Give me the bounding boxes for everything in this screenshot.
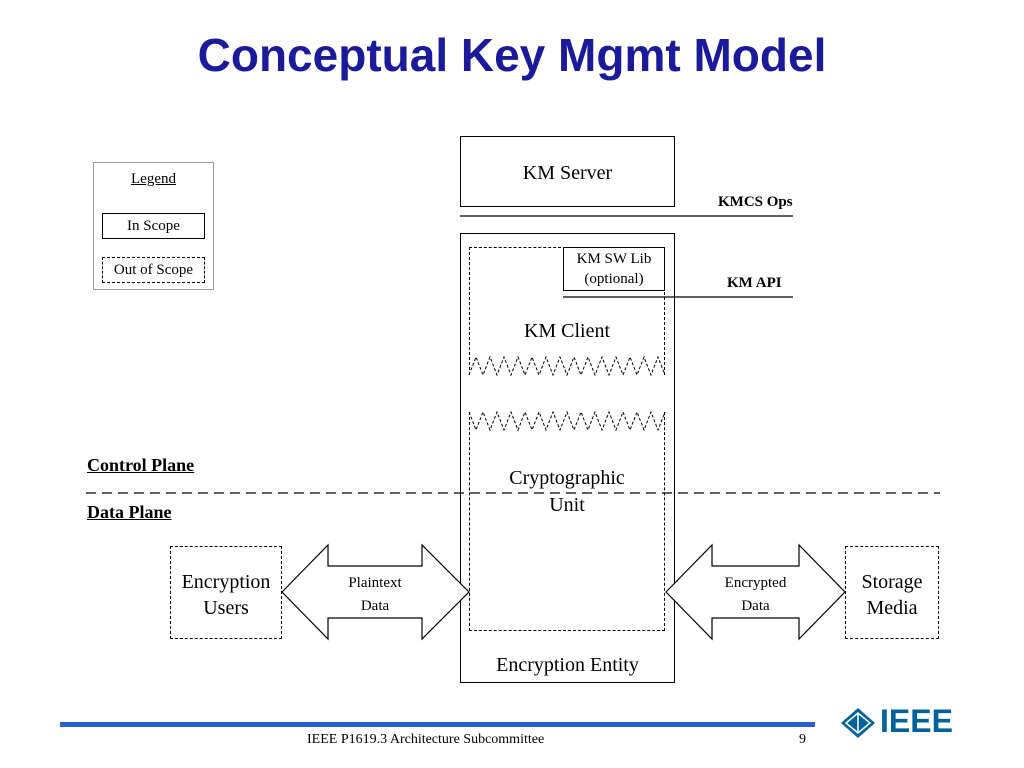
km-client-zigzag: [468, 355, 666, 377]
encryption-users-box: [170, 546, 282, 639]
encrypted-label-line1: Encrypted: [724, 575, 787, 591]
storage-media-line2: Media: [866, 597, 918, 619]
plaintext-label-line2: Data: [360, 598, 390, 614]
legend-out-of-scope: Out of Scope: [102, 257, 205, 283]
km-api-label: KM API: [727, 275, 782, 291]
footer-text: IEEE P1619.3 Architecture Subcommittee: [307, 732, 545, 747]
encryption-users-line2: Users: [203, 597, 249, 619]
crypto-unit-line2: Unit: [549, 494, 585, 516]
kmcs-ops-label: KMCS Ops: [718, 194, 793, 210]
slide-title: Conceptual Key Mgmt Model: [197, 29, 827, 81]
encryption-entity-label: Encryption Entity: [496, 654, 639, 676]
crypto-unit-zigzag: [468, 410, 666, 432]
control-plane-label: Control Plane: [87, 455, 195, 475]
ieee-logo-icon: [841, 708, 875, 738]
encryption-users-line1: Encryption: [181, 571, 271, 593]
storage-media-line1: Storage: [861, 571, 923, 593]
legend-box: [93, 162, 214, 290]
crypto-unit-line1: Cryptographic: [509, 467, 625, 489]
km-sw-lib-line2: (optional): [584, 271, 644, 287]
km-sw-lib-box: [563, 247, 665, 291]
encrypted-arrow: [665, 543, 846, 641]
encrypted-label-line2: Data: [741, 598, 770, 614]
km-server-box: [460, 136, 675, 207]
km-sw-lib-line1: KM SW Lib: [576, 251, 652, 267]
legend-in-scope: In Scope: [102, 213, 205, 239]
km-server-label: KM Server: [522, 162, 613, 184]
encryption-entity-box: [460, 233, 675, 683]
crypto-unit-box: [469, 412, 665, 631]
km-client-label: KM Client: [523, 320, 611, 342]
legend-title: Legend: [131, 171, 176, 187]
plaintext-arrow: [281, 543, 470, 641]
storage-media-box: [845, 546, 939, 639]
page-number: 9: [799, 732, 806, 747]
data-plane-label: Data Plane: [87, 502, 172, 522]
ieee-logo-text: IEEE: [880, 703, 953, 739]
footer-bar: [60, 722, 815, 727]
plaintext-label-line1: Plaintext: [348, 575, 402, 591]
